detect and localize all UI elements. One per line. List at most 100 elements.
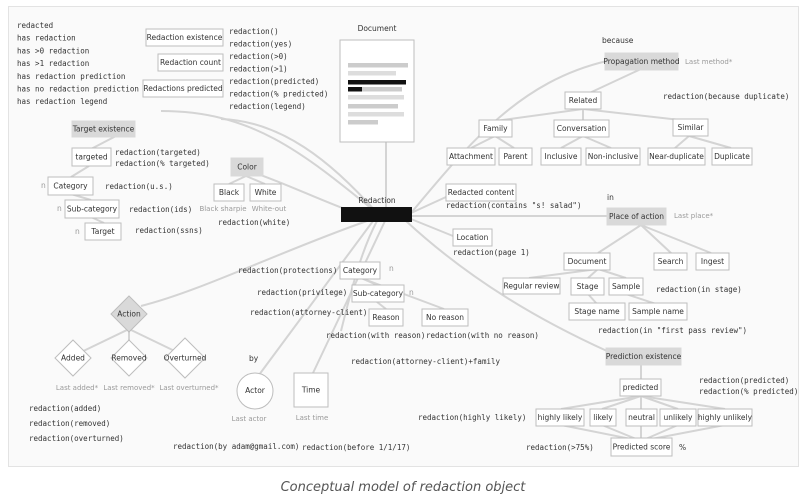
predicted-box-rect	[619, 378, 662, 397]
reason-category-box-label: Category	[343, 266, 378, 275]
reason-box: Reason	[368, 308, 404, 327]
redacted-content-box-label: Redacted content	[448, 188, 514, 197]
added-diamond-label: Added	[61, 354, 85, 363]
target-existence-header-label: Target existence	[72, 125, 135, 134]
prediction-level-box: highly likely	[535, 408, 585, 427]
actor-circle	[236, 372, 274, 410]
similar-box: Similar	[672, 118, 709, 137]
percent-label: %	[679, 443, 686, 452]
last-time-label: Last time	[296, 414, 329, 422]
sample-box-label: Sample	[612, 282, 641, 291]
prediction-level-box-label: highly unlikely	[698, 413, 753, 422]
line-similar	[582, 108, 690, 122]
redactions-predicted-box-label: Redactions predicted	[143, 84, 222, 93]
code-by-actor: redaction(by adam@gmail.com)	[173, 442, 299, 451]
near-duplicate-box: Near-duplicate	[647, 147, 706, 166]
subcategory-box-label: Sub-category	[67, 205, 118, 214]
sample-box: Sample	[608, 277, 644, 296]
code-privilege: redaction(privilege)	[257, 288, 347, 297]
action-diamond-shape	[110, 295, 148, 333]
prediction-level-box-label: unlikely	[664, 413, 693, 422]
white-box: White	[249, 183, 282, 202]
has-redaction-item: has redaction prediction	[17, 72, 125, 81]
redacted-content-box: Redacted content	[445, 183, 517, 202]
code-protections: redaction(protections)	[238, 266, 337, 275]
line-prediction	[405, 220, 608, 352]
code-overturned: redaction(overturned)	[29, 434, 124, 443]
color-header: Color	[230, 157, 264, 177]
document-box-rect	[563, 252, 611, 271]
parent-box-rect	[498, 147, 533, 166]
predicted-box-label: predicted	[623, 383, 659, 392]
line-doc-place	[597, 224, 642, 254]
code-removed: redaction(removed)	[29, 419, 110, 428]
inclusive-box-label: Inclusive	[545, 152, 578, 161]
inclusive-box-rect	[540, 147, 582, 166]
line-black	[228, 175, 247, 185]
category-box-rect	[47, 176, 94, 196]
propagation-method-header-rect	[604, 52, 679, 71]
location-box: Location	[452, 228, 493, 247]
stage-box: Stage	[570, 277, 605, 296]
removed-diamond: Removed	[110, 339, 148, 377]
line-propagation	[410, 60, 608, 214]
code-white: redaction(white)	[218, 218, 290, 227]
propagation-method-header-label: Propagation method	[603, 57, 680, 66]
search-box-label: Search	[658, 257, 684, 266]
target-box-label: Target	[90, 227, 114, 236]
predicted-score-box-rect	[610, 437, 673, 457]
prediction-existence-header: Prediction existence	[605, 347, 682, 366]
sample-name-box-label: Sample name	[632, 307, 684, 316]
target-existence-header-rect	[71, 120, 136, 138]
line-white	[245, 175, 266, 185]
conversation-box-rect	[553, 119, 610, 138]
redactions-predicted-box-rect	[142, 79, 224, 98]
non-inclusive-box-rect	[585, 147, 641, 166]
figure-caption: Conceptual model of redaction object	[280, 480, 526, 495]
reason-category-box: Category	[339, 261, 381, 280]
reason-category-box-rect	[339, 261, 381, 280]
time-box: Time	[293, 372, 329, 408]
code-with-no-reason: redaction(with no reason)	[426, 331, 539, 340]
location-box-label: Location	[457, 233, 489, 242]
redaction-existence-box: Redaction existence	[145, 28, 224, 47]
prediction-existence-header-label: Prediction existence	[606, 352, 682, 361]
redaction-count-box-rect	[157, 53, 224, 72]
inclusive-box: Inclusive	[540, 147, 582, 166]
n-marker: n	[409, 288, 414, 297]
code-family: redaction(attorney-client)+family	[351, 357, 500, 366]
duplicate-box-label: Duplicate	[714, 152, 750, 161]
document-line	[348, 104, 398, 109]
line-lvl4	[640, 395, 679, 410]
color-header-label: Color	[237, 163, 257, 172]
target-box: Target	[84, 222, 122, 241]
line-target	[220, 118, 378, 214]
line-attachment	[470, 135, 496, 149]
redaction-center-label: Redaction	[358, 196, 396, 205]
family-box: Family	[478, 119, 513, 138]
code-in-stage: redaction(in stage)	[656, 285, 742, 294]
prediction-level-box-rect	[697, 408, 753, 427]
existence-code: redaction(% predicted)	[229, 90, 328, 99]
removed-diamond-label: Removed	[111, 354, 146, 363]
code-with-reason: redaction(with reason)	[326, 331, 425, 340]
white-out-label: White-out	[252, 205, 287, 213]
existence-code: redaction(legend)	[229, 102, 306, 111]
targeted-box: targeted	[71, 147, 112, 167]
category-box-label: Category	[53, 182, 88, 191]
targeted-box-label: targeted	[75, 153, 107, 162]
near-duplicate-box-rect	[647, 147, 706, 166]
parent-box-label: Parent	[503, 152, 527, 161]
removed-diamond-shape	[110, 339, 148, 377]
document-box: Document	[563, 252, 611, 271]
stage-box-label: Stage	[577, 282, 599, 291]
line-existence	[160, 110, 378, 214]
because-label: because	[602, 36, 634, 45]
regular-review-box-label: Regular review	[504, 282, 560, 291]
targeted-box-rect	[71, 147, 112, 167]
prediction-level-box: highly unlikely	[697, 408, 753, 427]
conversation-box: Conversation	[553, 119, 610, 138]
overturned-diamond-shape	[164, 337, 206, 379]
existence-code: redaction(predicted)	[229, 77, 319, 86]
black-box: Black	[213, 183, 245, 202]
